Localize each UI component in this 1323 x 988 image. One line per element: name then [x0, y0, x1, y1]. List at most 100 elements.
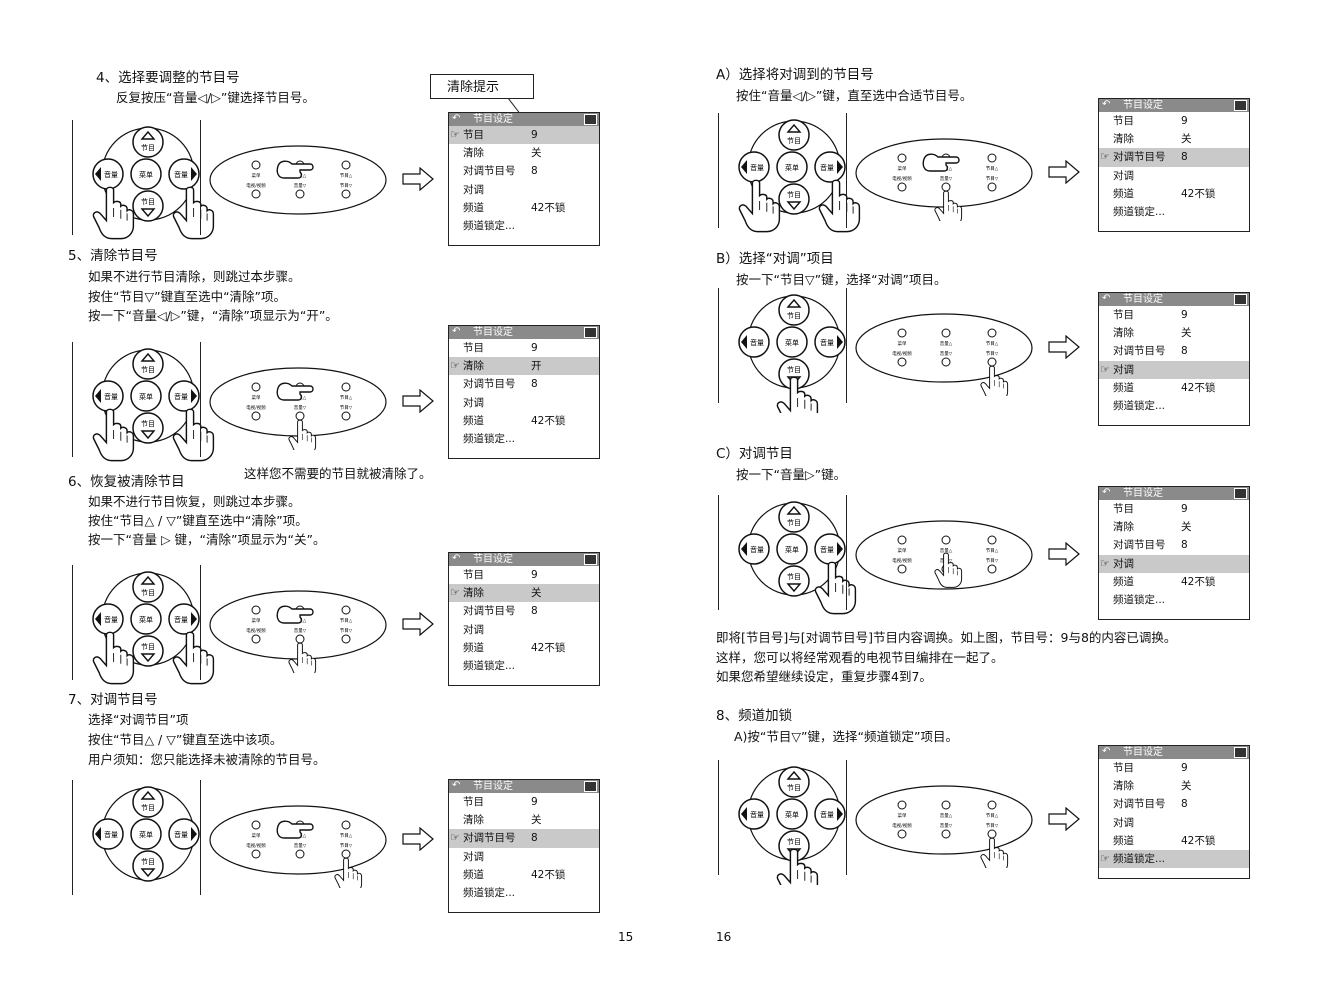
svg-text:节目: 节目: [787, 312, 801, 320]
menu-row-value: 9: [531, 129, 538, 141]
svg-text:音量△: 音量△: [940, 547, 953, 554]
menu-button: 菜单: [130, 603, 162, 635]
menu-row-label: 对调: [1113, 557, 1134, 570]
menu-row[interactable]: 频道锁定...: [449, 430, 599, 448]
menu-row[interactable]: 对调: [449, 181, 599, 199]
program-up-button: 节目: [778, 294, 810, 326]
menu-row[interactable]: 对调: [1099, 167, 1249, 185]
step6-title: 6、恢复被清除节目: [68, 474, 185, 490]
menu-row-label: 清除: [1113, 133, 1134, 146]
menu-row[interactable]: ☞清除开: [449, 357, 599, 376]
menu-row[interactable]: 频道锁定...: [449, 657, 599, 675]
svg-text:菜单: 菜单: [139, 170, 153, 179]
menu-row-value: 9: [1181, 309, 1188, 321]
svg-text:菜单: 菜单: [785, 163, 799, 172]
menu-row[interactable]: 频道锁定...: [449, 217, 599, 235]
menu-row[interactable]: ☞频道锁定...: [1099, 849, 1249, 869]
right-arrow-icon: [402, 826, 434, 852]
menu-row[interactable]: 对调: [449, 394, 599, 412]
svg-text:菜单: 菜单: [252, 832, 261, 839]
svg-text:节目: 节目: [141, 589, 155, 597]
svg-text:节目: 节目: [787, 838, 801, 846]
svg-text:菜单: 菜单: [898, 547, 907, 554]
pointing-hand-icon: [922, 153, 960, 172]
menu-row[interactable]: ☞清除关: [449, 584, 599, 603]
menu-row-label: 对调节目号: [1113, 539, 1166, 552]
step7-line-2: 按住“节目△ / ▽”键直至选中该项。: [88, 732, 283, 747]
menu-row[interactable]: 对调: [449, 848, 599, 866]
menu-row[interactable]: 清除关: [449, 144, 599, 162]
page-number-right: 16: [716, 930, 732, 944]
svg-text:节目△: 节目△: [986, 548, 999, 554]
menu-row[interactable]: ☞对调: [1099, 554, 1249, 573]
svg-text:节目△: 节目△: [340, 833, 353, 839]
volume-right-button: 音量: [814, 798, 846, 830]
menu-row[interactable]: 清除关: [1099, 324, 1249, 342]
right-arrow-icon: [402, 611, 434, 637]
program-up-button: 节目: [132, 126, 164, 158]
menu-header: ↶节目设定: [1099, 746, 1249, 759]
svg-text:菜单: 菜单: [139, 830, 153, 839]
svg-text:音量△: 音量△: [940, 812, 953, 819]
menu-header: ↶节目设定: [449, 553, 599, 566]
svg-text:节目△: 节目△: [986, 813, 999, 819]
menu-row[interactable]: 频道锁定...: [449, 884, 599, 902]
svg-text:菜单: 菜单: [139, 392, 153, 401]
menu-header: ↶节目设定: [1099, 293, 1249, 306]
volume-right-button: 音量: [814, 533, 846, 565]
menu-row[interactable]: 清除关: [1099, 130, 1249, 148]
menu-row[interactable]: 清除关: [449, 811, 599, 829]
remote-pad: 节目节目音量音量菜单: [726, 113, 866, 233]
summary-line-2: 这样，您可以将经常观看的电视节目编排在一起了。: [716, 650, 1004, 665]
menu-row[interactable]: 对调: [1099, 814, 1249, 832]
menu-row-value: 42不锁: [531, 641, 566, 654]
remote-pad: 节目节目音量音量菜单: [726, 495, 866, 615]
menu-row[interactable]: 清除关: [1099, 777, 1249, 795]
menu-row-label: 频道: [463, 641, 484, 654]
menu-row[interactable]: 对调: [449, 621, 599, 639]
hand-icon: [334, 857, 363, 893]
menu-row-label: 频道: [463, 201, 484, 214]
menu-row-value: 9: [1181, 762, 1188, 774]
remote-pad: 节目节目音量音量菜单: [80, 565, 220, 685]
hand-icon: [288, 419, 317, 455]
menu-row[interactable]: 清除关: [1099, 518, 1249, 536]
return-arrow-icon: ↶: [452, 113, 461, 124]
menu-row[interactable]: ☞对调: [1099, 360, 1249, 379]
volume-right-button: 音量: [168, 818, 200, 850]
menu-row[interactable]: 频道锁定...: [1099, 591, 1249, 609]
menu-row[interactable]: 频道锁定...: [1099, 203, 1249, 221]
menu-row[interactable]: 频道锁定...: [1099, 397, 1249, 415]
svg-text:节目▽: 节目▽: [340, 183, 353, 189]
menu-row[interactable]: 频道 42不锁: [449, 639, 599, 657]
svg-text:音量▽: 音量▽: [294, 404, 307, 411]
